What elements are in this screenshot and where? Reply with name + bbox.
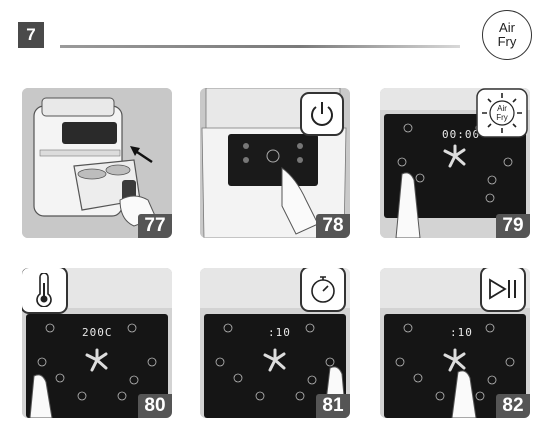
- figure-82-start: :10 82: [380, 268, 530, 418]
- figure-label: 79: [496, 214, 530, 238]
- step-number-badge: 7: [18, 22, 44, 48]
- air-fryer-illustration: [22, 88, 172, 238]
- temperature-display: 200C: [82, 326, 113, 339]
- figure-label: 77: [138, 214, 172, 238]
- figure-81-set-time: :10 81: [200, 268, 350, 418]
- icon-text-line1: Air: [497, 104, 507, 113]
- time-display: :10: [450, 326, 473, 339]
- play-pause-icon: [489, 278, 516, 300]
- play-pause-icon-box: [480, 268, 526, 312]
- figure-78-power-on: 78: [200, 88, 350, 238]
- thermometer-icon-box: [22, 268, 68, 314]
- figure-label: 80: [138, 394, 172, 418]
- figure-label: 82: [496, 394, 530, 418]
- time-display: 00:00: [442, 128, 481, 141]
- icon-text-line2: Fry: [496, 113, 508, 122]
- thermometer-icon: [36, 273, 52, 307]
- power-icon: [311, 102, 333, 126]
- figure-80-set-temperature: 200C 80: [22, 268, 172, 418]
- mode-badge-line2: Fry: [497, 34, 517, 49]
- mode-badge-line1: Air: [499, 20, 515, 35]
- figure-79-select-air-fry: 00:00 Air Fry 79: [380, 88, 530, 238]
- figure-label: 81: [316, 394, 350, 418]
- header-divider: [60, 45, 460, 48]
- timer-icon-box: [300, 268, 346, 312]
- figure-77-insert-basket: 77: [22, 88, 172, 238]
- time-display: :10: [268, 326, 291, 339]
- figure-label: 78: [316, 214, 350, 238]
- air-fry-icon: Air Fry: [476, 88, 528, 138]
- touch-panel-illustration: [380, 88, 530, 238]
- timer-icon: [311, 276, 335, 303]
- air-fry-mode-badge: Air Fry: [482, 10, 532, 60]
- power-icon-box: [300, 92, 344, 136]
